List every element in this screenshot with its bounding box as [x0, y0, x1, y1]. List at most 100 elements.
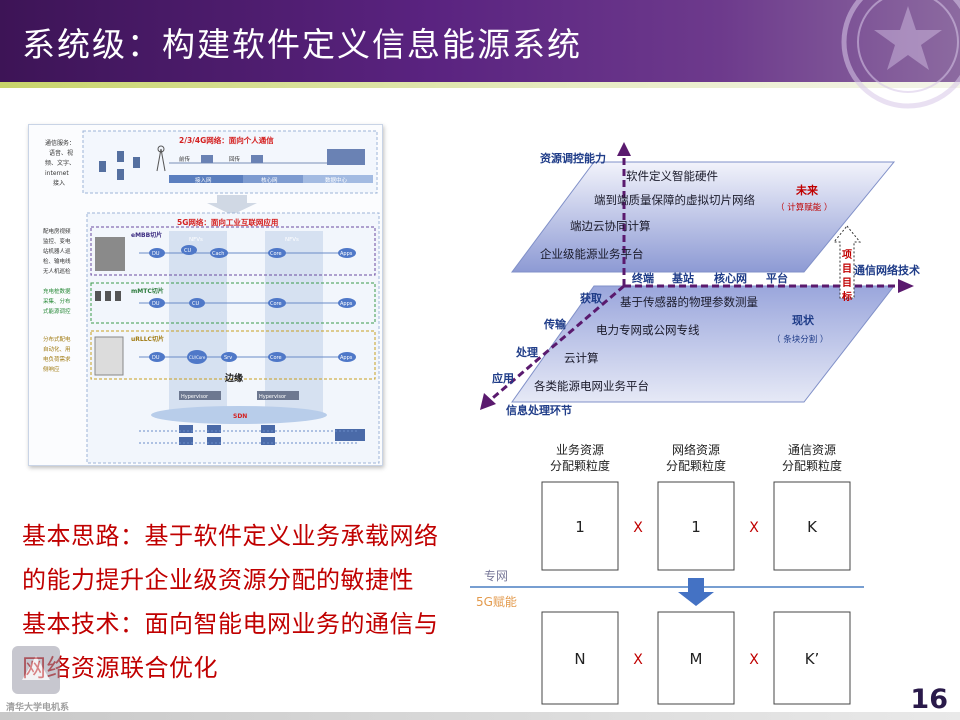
node-cu — [189, 298, 205, 308]
future-tag-sub: （ 计算赋能 ） — [776, 202, 832, 213]
backhaul-label: 回传 — [229, 155, 241, 163]
university-seal-icon — [841, 0, 960, 109]
desc-line: 频、文字、 — [45, 159, 75, 167]
legacy-network-title: 2/3/4G网络：面向个人通信 — [179, 135, 274, 145]
y-axis-arrow — [617, 142, 631, 156]
x-tick: 平台 — [766, 271, 788, 285]
header-line: 网络资源 — [672, 442, 720, 457]
slice-desc: 采集、分布 — [43, 297, 71, 305]
slice-mmtc: mMTC切片 充电桩数据 采集、分布 式能源调控 DU CU Core Apps — [43, 282, 376, 324]
box-value: K — [807, 518, 818, 536]
idea-line-2: 的能力提升企业级资源分配的敏捷性 — [22, 566, 414, 594]
title-banner — [0, 0, 960, 82]
x-axis-label: 通信网络技术 — [854, 263, 920, 277]
zone-top-label: 专网 — [484, 568, 508, 583]
desc-line: internet — [45, 170, 69, 177]
upper-plane — [511, 161, 896, 273]
goal-label-char: 项 — [842, 249, 852, 261]
slice-embb: eMBB切片 配电房视频 监控、变电 站机器人巡 检、输电线 无人机巡检 DU … — [43, 226, 376, 276]
header-line: 分配颗粒度 — [550, 458, 610, 473]
z-axis-label: 信息处理环节 — [506, 403, 572, 417]
upper-item: 软件定义智能硬件 — [626, 169, 718, 183]
slice-name: eMBB切片 — [131, 231, 162, 239]
node-label: Apps — [340, 251, 353, 257]
node-cache — [210, 248, 228, 258]
substation-photo — [95, 237, 125, 271]
slice-desc: 式能源调控 — [43, 307, 71, 315]
zone-bottom-label: 5G赋能 — [476, 595, 517, 609]
z-tick: 处理 — [515, 345, 538, 359]
node-label: Core — [270, 301, 282, 307]
resource-allocation-diagram: 业务资源 分配颗粒度 网络资源 分配颗粒度 通信资源 分配颗粒度 1 1 K X… — [470, 442, 864, 705]
slice-desc: 站机器人巡 — [43, 247, 71, 255]
node-label: Core — [270, 355, 282, 361]
resource-box — [773, 611, 851, 705]
network-slicing-diagram: 2/3/4G网络：面向个人通信 通信服务： 语音、视 频、文字、 interne… — [43, 130, 380, 464]
phone-icons — [99, 151, 140, 180]
edge-label: 边缘 — [224, 372, 243, 384]
segment-label: 数据中心 — [325, 176, 348, 184]
upper-item: 企业级能源业务平台 — [540, 247, 644, 261]
sdn-label: SDN — [233, 413, 247, 420]
cabinet-photo — [94, 336, 124, 376]
multiply-sign: X — [633, 652, 643, 668]
slice-urllc: uRLLC切片 分布式配电 自动化、用 电负荷需求 侧响应 DU CU/Core… — [43, 330, 376, 380]
node-apps — [338, 352, 356, 362]
x-axis-arrow — [898, 279, 914, 293]
page-number: 16 — [910, 684, 948, 715]
box-value: K’ — [805, 650, 820, 668]
hypervisor-bar — [257, 391, 299, 400]
meter-icon — [95, 291, 101, 301]
multiply-sign: X — [633, 520, 643, 536]
lower-item: 基于传感器的物理参数测量 — [620, 295, 758, 309]
node-cu — [181, 245, 197, 255]
phone-icon — [99, 161, 106, 172]
idea-line-1: 基本思路：基于软件定义业务承载网络 — [22, 522, 439, 550]
y-axis-label: 资源调控能力 — [540, 151, 606, 165]
resource-plane-diagram: 资源调控能力 通信网络技术 信息处理环节 软件定义智能硬件 端到端质量保障的虚拟… — [480, 142, 920, 417]
node-apps — [338, 298, 356, 308]
upper-items: 软件定义智能硬件 端到端质量保障的虚拟切片网络 端边云协同计算 企业级能源业务平… — [540, 169, 755, 261]
slice-desc: 自动化、用 — [43, 345, 71, 353]
segment-label: 核心网 — [261, 176, 278, 184]
resource-box — [657, 481, 735, 571]
box-value: N — [574, 650, 585, 668]
z-axis-arrow — [480, 393, 496, 410]
z-tick: 获取 — [580, 291, 602, 305]
multiply-sign: X — [749, 652, 759, 668]
desc-line: 通信服务： — [45, 139, 75, 147]
server-icon — [251, 155, 263, 163]
node-apps — [338, 248, 356, 258]
slice-desc: 分布式配电 — [43, 335, 71, 343]
title-underline — [0, 82, 960, 88]
node-core — [268, 248, 286, 258]
lower-items: 基于传感器的物理参数测量 电力专网或公网专线 云计算 各类能源电网业务平台 — [534, 295, 758, 393]
node-du — [149, 352, 165, 362]
future-tag: 未来 — [795, 183, 819, 197]
resource-box — [541, 481, 619, 571]
header-line: 分配颗粒度 — [782, 458, 842, 473]
goal-arrow: 项 目 目 标 — [832, 225, 862, 303]
current-tag-sub: （ 条块分割 ） — [772, 334, 828, 345]
meter-icon — [105, 291, 111, 301]
node-du — [149, 298, 165, 308]
goal-label-char: 目 — [842, 263, 852, 275]
node-core — [268, 352, 286, 362]
x-tick: 终端 — [632, 271, 654, 285]
meter-icon — [115, 291, 121, 301]
department-logo-text: 清华大学电机系 — [6, 703, 70, 713]
hypervisor-label: Hypervisor — [259, 394, 287, 400]
z-axis — [487, 284, 625, 404]
legacy-network-desc: 通信服务： 语音、视 频、文字、 internet 接入 — [45, 139, 75, 187]
department-logo-icon — [12, 646, 60, 694]
current-tag: 现状 — [792, 313, 815, 327]
slice-desc: 侧响应 — [43, 365, 60, 373]
z-tick: 传输 — [543, 317, 567, 331]
segment-label: 接入网 — [195, 176, 212, 184]
phone-icon — [117, 151, 124, 162]
phone-icon — [117, 169, 124, 180]
box-value: 1 — [691, 518, 701, 536]
slice-name: uRLLC切片 — [131, 335, 164, 343]
node-srv — [221, 352, 237, 362]
node-label: DU — [152, 355, 160, 361]
